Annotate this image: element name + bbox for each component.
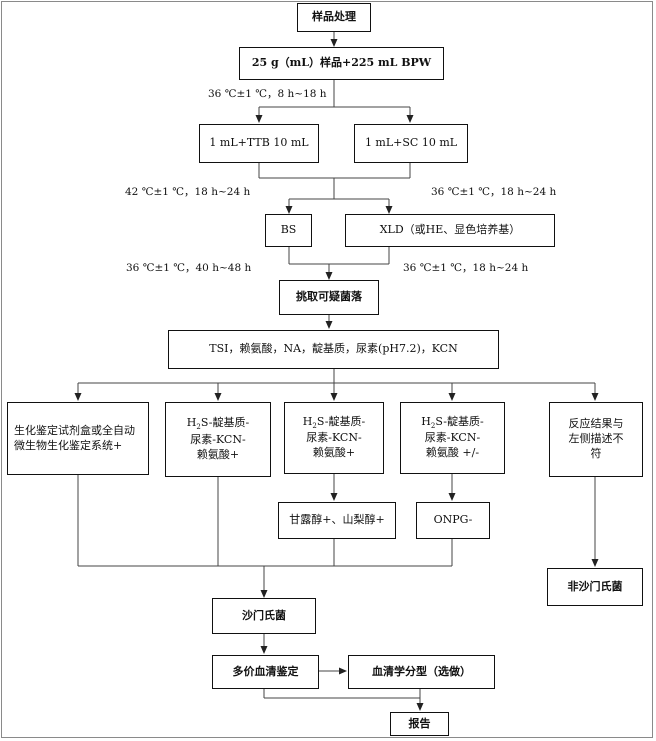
result-1-line-1: H2S-靛基质-: [186, 416, 250, 432]
pre-enrich-label: 36 ℃±1 ℃，8 h~18 h: [208, 88, 327, 100]
salmonella-box: 沙门氏菌: [212, 598, 316, 634]
mismatch-text: 反应结果与左侧描述不符: [568, 417, 624, 460]
xld-text: XLD（或HE、显色培养基）: [379, 223, 521, 237]
result-1-line-3: 赖氨酸+: [196, 447, 240, 461]
serotyping-box: 血清学分型（选做）: [348, 655, 495, 689]
pick-colonies-box: 挑取可疑菌落: [279, 280, 379, 315]
result-box-1: H2S-靛基质- 尿素-KCN- 赖氨酸+: [165, 402, 271, 477]
biochem-kit-text: 生化鉴定试剂盒或全自动微生物生化鉴定系统+: [14, 423, 135, 452]
result-3-line-3: 赖氨酸 +/-: [425, 446, 480, 460]
sample-processing-text: 样品处理: [312, 10, 356, 24]
result-1-line-2: 尿素-KCN-: [190, 432, 246, 446]
serotyping-text: 血清学分型（选做）: [372, 664, 471, 678]
sc-box: 1 mL+SC 10 mL: [354, 124, 468, 163]
polyvalent-box: 多价血清鉴定: [212, 655, 319, 689]
report-box: 报告: [390, 712, 449, 736]
sc-incubate-label: 36 ℃±1 ℃，18 h~24 h: [431, 186, 557, 198]
tests-box: TSI，赖氨酸，NA，靛基质，尿素(pH7.2)，KCN: [168, 330, 499, 369]
bs-box: BS: [265, 214, 312, 247]
non-salmonella-text: 非沙门氏菌: [567, 579, 623, 593]
ttb-incubate-label: 42 ℃±1 ℃，18 h~24 h: [125, 186, 251, 198]
ttb-text: 1 mL+TTB 10 mL: [209, 136, 309, 150]
onpg-text: ONPG-: [433, 513, 473, 527]
mannitol-text: 甘露醇+、山梨醇+: [289, 513, 385, 527]
result-box-2: H2S-靛基质- 尿素-KCN- 赖氨酸+: [284, 402, 384, 474]
salmonella-text: 沙门氏菌: [242, 608, 286, 622]
pick-colonies-text: 挑取可疑菌落: [296, 290, 362, 304]
sample-bpw-box: 25 g（mL）样品+225 mL BPW: [239, 47, 444, 80]
xld-box: XLD（或HE、显色培养基）: [345, 214, 555, 247]
report-text: 报告: [408, 716, 431, 730]
result-3-line-1: H2S-靛基质-: [421, 414, 484, 431]
bs-incubate-label: 36 ℃±1 ℃，40 h~48 h: [126, 262, 252, 274]
ttb-box: 1 mL+TTB 10 mL: [199, 124, 319, 163]
polyvalent-text: 多价血清鉴定: [232, 664, 299, 678]
sample-processing-box: 样品处理: [297, 3, 371, 32]
result-2-line-2: 尿素-KCN-: [306, 431, 362, 445]
non-salmonella-box: 非沙门氏菌: [547, 568, 643, 606]
tests-text: TSI，赖氨酸，NA，靛基质，尿素(pH7.2)，KCN: [209, 342, 458, 356]
bs-text: BS: [280, 223, 297, 237]
result-2-line-3: 赖氨酸+: [312, 446, 356, 460]
mannitol-box: 甘露醇+、山梨醇+: [278, 502, 396, 539]
result-3-line-2: 尿素-KCN-: [424, 431, 481, 445]
result-box-3: H2S-靛基质- 尿素-KCN- 赖氨酸 +/-: [400, 402, 505, 474]
result-2-line-1: H2S-靛基质-: [302, 414, 366, 431]
sc-text: 1 mL+SC 10 mL: [364, 136, 458, 150]
onpg-box: ONPG-: [416, 502, 490, 539]
biochem-kit-box: 生化鉴定试剂盒或全自动微生物生化鉴定系统+: [7, 402, 149, 475]
mismatch-box: 反应结果与左侧描述不符: [549, 402, 643, 477]
sample-bpw-text: 25 g（mL）样品+225 mL BPW: [251, 56, 432, 70]
xld-incubate-label: 36 ℃±1 ℃，18 h~24 h: [403, 262, 529, 274]
